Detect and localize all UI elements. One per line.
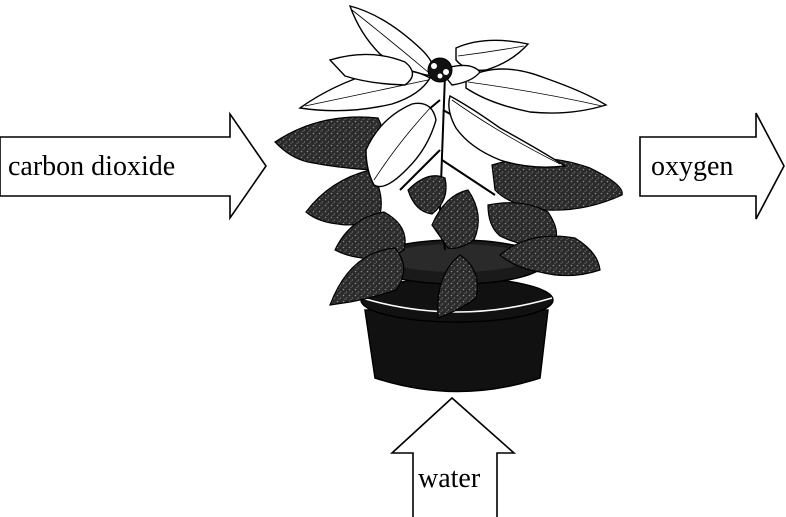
dark-leaves <box>275 117 622 318</box>
carbon-dioxide-label: carbon dioxide <box>8 151 175 182</box>
oxygen-label: oxygen <box>651 151 733 182</box>
water-arrow-shape <box>392 398 514 517</box>
flower-center <box>428 58 452 82</box>
carbon-dioxide-arrow: carbon dioxide <box>0 114 266 218</box>
potted-plant-icon <box>275 6 622 392</box>
water-arrow: water <box>392 398 514 517</box>
oxygen-arrow: oxygen <box>640 113 784 219</box>
water-label: water <box>418 463 481 494</box>
